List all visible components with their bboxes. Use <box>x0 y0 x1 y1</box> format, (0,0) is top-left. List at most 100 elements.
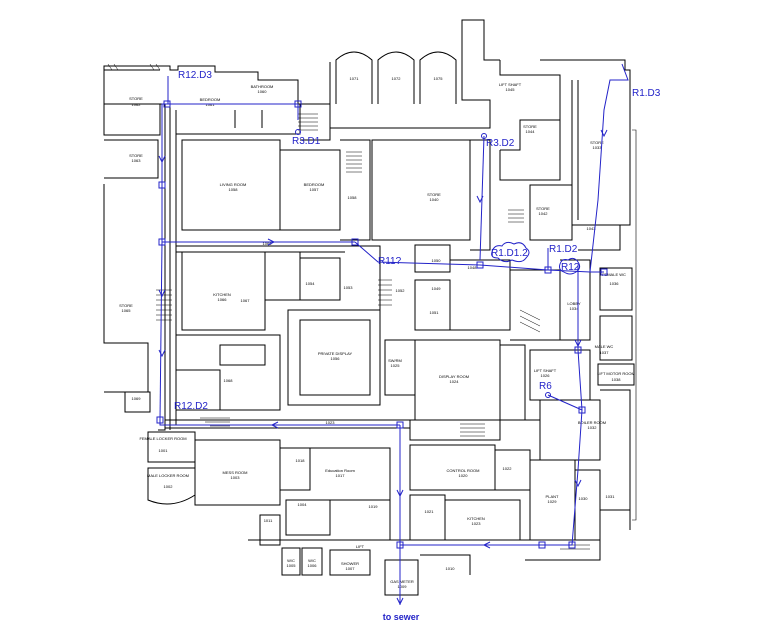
room-lift-label: LIFT <box>356 544 365 549</box>
room-gas-meter: GAS METER <box>390 579 414 584</box>
building-walls <box>103 19 637 596</box>
label-r6: R6 <box>539 381 552 392</box>
room-1060: 1060 <box>263 241 273 246</box>
room-store-1042-id: 1042 <box>539 211 549 216</box>
room-store-small-id: 1063 <box>132 158 142 163</box>
room-1071: 1071 <box>350 76 360 81</box>
room-living-room-id: 1058 <box>229 187 239 192</box>
room-store-1040-id: 1040 <box>430 197 440 202</box>
room-bedroom2-id: 1057 <box>310 187 320 192</box>
room-education-id: 1017 <box>336 473 346 478</box>
room-wc2-id: 1006 <box>308 563 318 568</box>
room-private-display: PRIVATE DISPLAY <box>318 351 353 356</box>
drainage-pipes <box>159 63 629 605</box>
room-1018: 1018 <box>296 458 306 463</box>
room-female-locker-id: 1001 <box>159 448 169 453</box>
room-mess-room-id: 1003 <box>231 475 241 480</box>
room-1053: 1053 <box>344 285 354 290</box>
drainage-labels: R12.D3 R1.D3 R3.D1 R3.D2 R1.D2 R1.D1.2 R… <box>174 70 661 412</box>
room-1075: 1075 <box>434 76 444 81</box>
room-lift-shaft2-id: 1026 <box>541 373 551 378</box>
room-shower: SHOWER <box>341 561 359 566</box>
label-r12: R12 <box>561 262 580 273</box>
room-bedroom2: BEDROOM <box>304 182 325 187</box>
room-1058: 1058 <box>348 195 358 200</box>
room-shower-id: 1007 <box>346 566 356 571</box>
room-male-wc-id: 1037 <box>600 350 610 355</box>
room-store-1040: STORE <box>427 192 441 197</box>
inspection-chambers <box>156 100 608 549</box>
room-display-room-id: 1024 <box>450 379 460 384</box>
room-1030: 1030 <box>579 496 589 501</box>
room-1031: 1031 <box>606 494 616 499</box>
room-store-top: STORE <box>129 96 143 101</box>
label-r3-d1: R3.D1 <box>292 136 321 147</box>
room-swr: SW/RM <box>388 358 402 363</box>
room-plant-id: 1029 <box>548 499 558 504</box>
room-bedroom: BEDROOM <box>200 97 221 102</box>
label-r1-d2: R1.D2 <box>549 244 578 255</box>
room-labels: STORE 1062 BEDROOM 1061 BATHROOM 1060 10… <box>119 76 635 589</box>
room-lift-shaft-id: 1045 <box>506 87 516 92</box>
room-display-room: DISPLAY ROOM <box>439 374 469 379</box>
room-swr-id: 1025 <box>391 363 401 368</box>
room-1010: 1010 <box>446 566 456 571</box>
room-1054: 1054 <box>306 281 316 286</box>
room-female-locker: FEMALE LOCKER ROOM <box>139 436 186 441</box>
room-bathroom: BATHROOM <box>251 84 274 89</box>
room-1011: 1011 <box>264 518 273 523</box>
room-1019: 1019 <box>369 504 379 509</box>
room-store-1044: STORE <box>523 124 537 129</box>
room-wc2: W/C <box>308 558 316 563</box>
room-store-1044-id: 1044 <box>526 129 536 134</box>
room-store-1033: STORE <box>590 140 604 145</box>
room-1048: 1048 <box>468 265 478 270</box>
room-lobby: LOBBY <box>567 301 581 306</box>
room-1004: 1004 <box>298 502 308 507</box>
room-boiler-room: BOILER ROOM <box>578 420 606 425</box>
room-boiler-room-id: 1032 <box>588 425 598 430</box>
room-lift-shaft2: LIFT SHAFT <box>534 368 557 373</box>
room-male-wc: MALE WC <box>595 344 614 349</box>
room-1049: 1049 <box>432 286 442 291</box>
room-kitchen: KITCHEN <box>213 292 231 297</box>
room-female-wc: FEMALE WC <box>602 272 626 277</box>
label-r3-d2: R3.D2 <box>486 138 515 149</box>
room-education: Education Room <box>325 468 355 473</box>
room-store-1042: STORE <box>536 206 550 211</box>
label-r11: R11? <box>378 256 402 267</box>
room-lift-motor-id: 1038 <box>612 377 622 382</box>
label-r1-d1-2: R1.D1.2 <box>491 248 528 259</box>
label-r12-d2: R12.D2 <box>174 401 208 412</box>
room-1023: 1023 <box>326 420 336 425</box>
flow-arrows <box>158 129 608 606</box>
room-store-1033-id: 1033 <box>593 145 603 150</box>
room-1050: 1050 <box>432 258 442 263</box>
room-male-locker: MALE LOCKER ROOM <box>147 473 189 478</box>
revision-cloud <box>491 241 530 263</box>
room-male-locker-id: 1002 <box>164 484 174 489</box>
room-wc1-id: 1005 <box>287 563 297 568</box>
room-kitchen-id: 1066 <box>218 297 228 302</box>
room-lift-motor: LIFT MOTOR ROOM <box>597 371 635 376</box>
room-1068: 1068 <box>224 378 234 383</box>
room-wc1: W/C <box>287 558 295 563</box>
label-r12-d3: R12.D3 <box>178 70 212 81</box>
room-gas-meter-id: 1009 <box>398 584 408 589</box>
room-kitchen2: KITCHEN <box>467 516 485 521</box>
room-kitchen2-id: 1023 <box>472 521 482 526</box>
room-store-left-id: 1065 <box>122 308 132 313</box>
room-1043: 1043 <box>587 226 597 231</box>
room-female-wc-id: 1036 <box>610 281 620 286</box>
revision-cloud-2 <box>559 257 581 275</box>
room-store-top-id: 1062 <box>132 102 142 107</box>
room-1021: 1021 <box>425 509 435 514</box>
room-store-small: STORE <box>129 153 143 158</box>
room-1067: 1067 <box>241 298 251 303</box>
room-1072: 1072 <box>392 76 402 81</box>
room-mess-room: MESS ROOM <box>223 470 248 475</box>
room-store-left: STORE <box>119 303 133 308</box>
room-lift-shaft: LIFT SHAFT <box>499 82 522 87</box>
room-1052: 1052 <box>396 288 406 293</box>
